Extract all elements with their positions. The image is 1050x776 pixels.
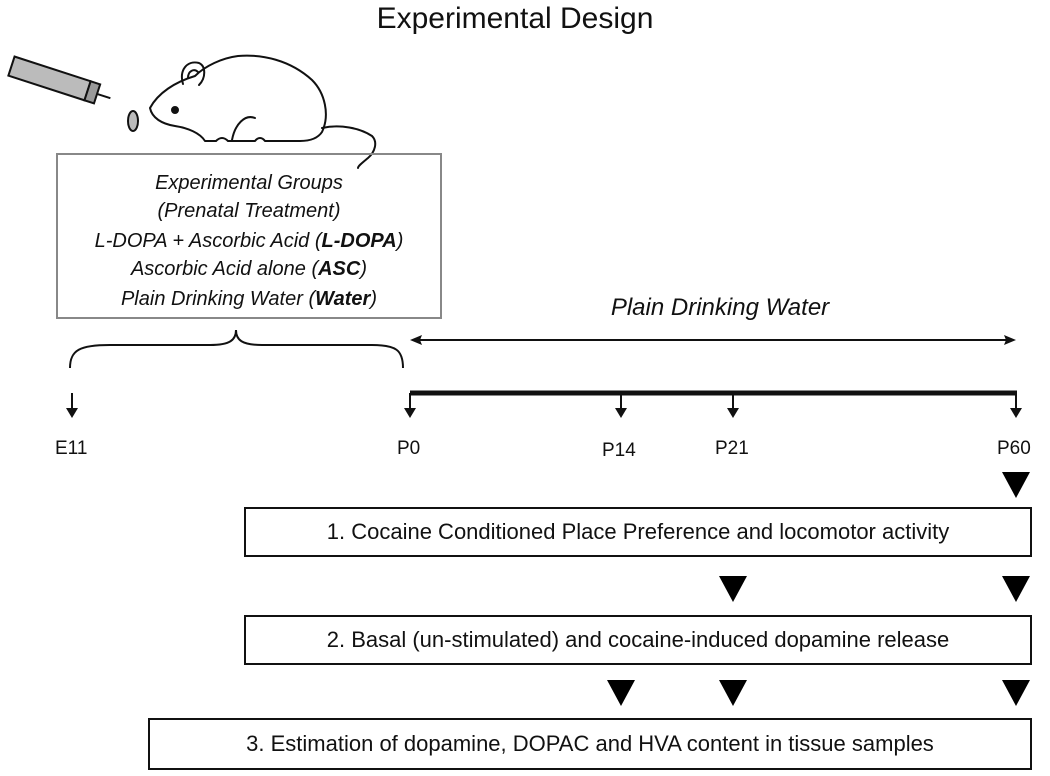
timepoint-p21: P21 — [715, 438, 749, 459]
group-water-desc: Plain Drinking Water — [120, 288, 309, 310]
plain-water-arrow — [410, 335, 1016, 345]
group-ldopa-desc: L-DOPA + Ascorbic Acid — [94, 230, 315, 252]
step2-marker-p60 — [1002, 576, 1030, 602]
group-asc-desc: Ascorbic Acid alone — [130, 258, 312, 280]
experimental-groups-box: Experimental Groups (Prenatal Treatment)… — [56, 153, 442, 319]
tick-p21 — [727, 393, 739, 418]
page-title: Experimental Design — [376, 2, 654, 35]
step3-marker-p14 — [607, 680, 635, 706]
postnatal-treatment-label: Plain Drinking Water — [610, 294, 830, 321]
step-1-label: 1. Cocaine Conditioned Place Preference … — [326, 519, 950, 544]
group-ldopa: L-DOPA + Ascorbic Acid (L-DOPA) — [94, 230, 404, 252]
group-asc-label: ASC — [318, 258, 361, 280]
tick-p60 — [1010, 393, 1022, 418]
groups-subheading: (Prenatal Treatment) — [157, 200, 341, 222]
timepoint-p60: P60 — [997, 438, 1031, 459]
step3-marker-p60 — [1002, 680, 1030, 706]
syringe-icon — [7, 55, 139, 132]
tick-e11 — [66, 393, 78, 418]
brace-icon — [69, 329, 404, 369]
step-2-box: 2. Basal (un-stimulated) and cocaine-ind… — [244, 615, 1032, 665]
step2-marker-p21 — [719, 576, 747, 602]
step-1-box: 1. Cocaine Conditioned Place Preference … — [244, 507, 1032, 557]
group-water-label: Water — [315, 288, 371, 310]
timepoint-e11: E11 — [55, 438, 88, 459]
group-asc: Ascorbic Acid alone (ASC) — [130, 258, 368, 280]
timepoint-p0: P0 — [397, 438, 421, 459]
mouse-icon — [149, 54, 377, 169]
group-ldopa-label: L-DOPA — [321, 230, 397, 252]
group-water: Plain Drinking Water (Water) — [120, 288, 378, 310]
step-3-box: 3. Estimation of dopamine, DOPAC and HVA… — [148, 718, 1032, 770]
groups-heading: Experimental Groups — [155, 172, 343, 194]
step3-marker-p21 — [719, 680, 747, 706]
step-2-label: 2. Basal (un-stimulated) and cocaine-ind… — [326, 627, 950, 652]
tick-p0 — [404, 393, 416, 418]
step1-marker-p60 — [1002, 472, 1030, 498]
timepoint-p14: P14 — [602, 440, 636, 461]
step-3-label: 3. Estimation of dopamine, DOPAC and HVA… — [246, 731, 934, 756]
tick-p14 — [615, 393, 627, 418]
